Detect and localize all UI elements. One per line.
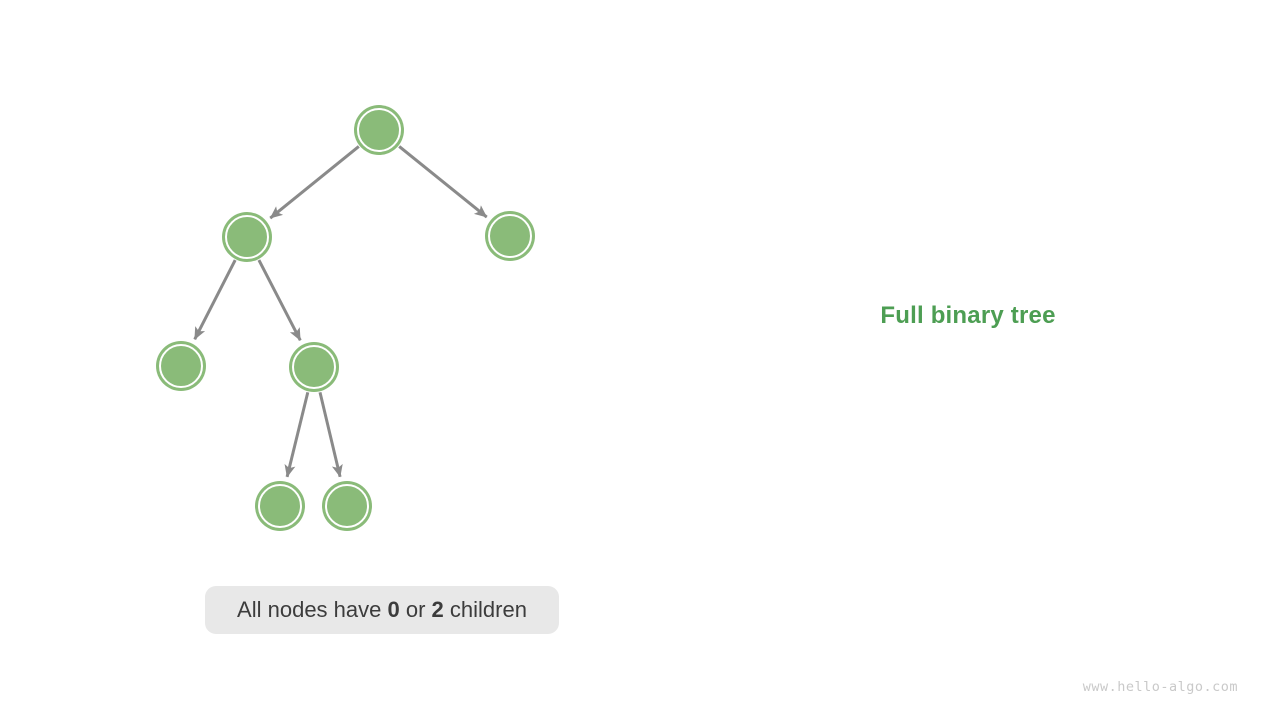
- tree-edge: [318, 391, 343, 478]
- watermark: www.hello-algo.com: [1082, 679, 1238, 695]
- tree-edge: [398, 145, 488, 219]
- caption-part-bold-zero: 0: [387, 597, 400, 622]
- tree-edge: [193, 259, 237, 340]
- tree-edge: [284, 391, 310, 478]
- tree-node: [354, 105, 404, 155]
- tree-node: [485, 211, 535, 261]
- caption-part-middle: or: [399, 597, 432, 622]
- caption-text: All nodes have 0 or 2 children: [237, 597, 527, 623]
- caption-part-bold-two: 2: [431, 597, 444, 622]
- caption-part-prefix: All nodes have: [237, 597, 388, 622]
- caption-part-suffix: children: [443, 597, 527, 622]
- diagram-title: Full binary tree: [880, 302, 1056, 329]
- tree-edge: [269, 145, 360, 220]
- tree-node: [289, 342, 339, 392]
- caption-box: All nodes have 0 or 2 children: [205, 586, 559, 634]
- tree-node: [322, 481, 372, 531]
- tree-edge: [257, 259, 302, 341]
- tree-node: [222, 212, 272, 262]
- tree-node: [255, 481, 305, 531]
- tree-node: [156, 341, 206, 391]
